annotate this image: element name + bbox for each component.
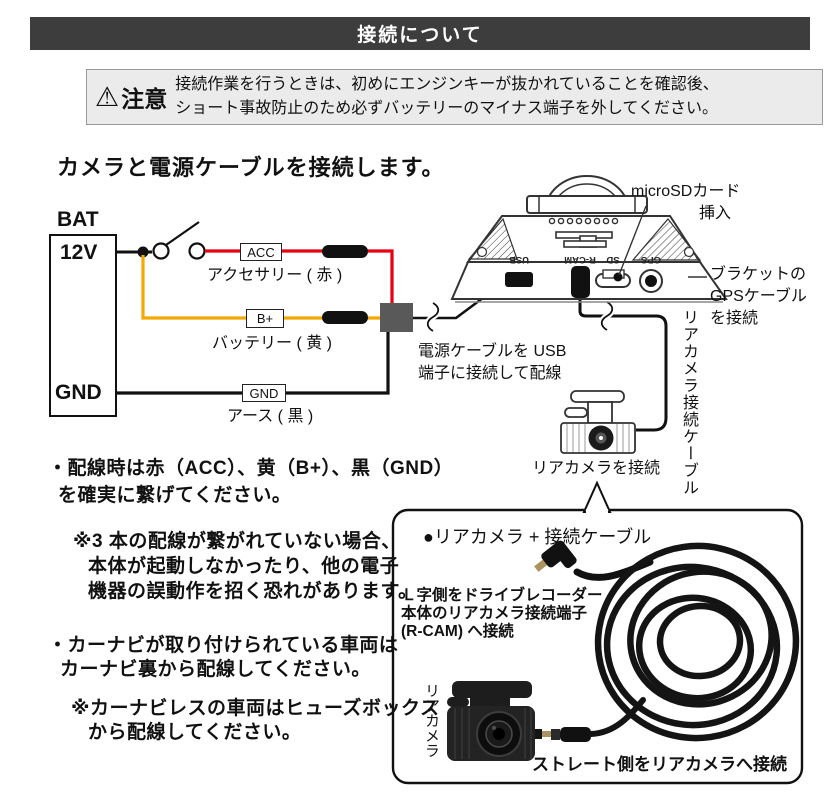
battery-12v-label: 12V [60,241,98,264]
note-3-line-2: カーナビ裏から配線してください。 [60,659,371,680]
dashcam-bracket-rail [555,231,613,248]
dashcam-vents [548,217,619,225]
battery-box [49,234,117,417]
power-connector-block [380,303,413,332]
gps-callout-line1: ブラケットの [710,266,807,283]
battery-gnd-label: GND [55,381,102,404]
note-2-line-1: ※3 本の配線が繋がれていない場合、 [73,531,401,552]
sd-card [602,269,625,279]
warning-line-1: 接続作業を行うときは、初めにエンジンキーが抜かれていることを確認後、 [175,76,719,93]
gps-callout-line2: GPSケーブル [710,288,807,305]
switch-blade [165,221,200,246]
gps-port-label: GPS [641,254,661,265]
rearcam-photo-vertical-label: リアカメラ [423,683,440,758]
step-heading: カメラと電源ケーブルを接続します。 [57,155,445,180]
note-4-line-2: から配線してください。 [88,722,302,743]
switch-terminal-left [152,242,170,260]
dashcam-clamp [526,195,648,214]
microsd-leader-line [618,205,647,276]
rearcam-cable [578,295,668,432]
warning-text: 接続作業を行うときは、初めにエンジンキーが抜かれていることを確認後、 ショート事… [175,73,719,121]
gps-callout-line3: を接続 [710,310,759,327]
sd-port-label: SD [606,254,619,265]
straight-plug-note: ストレート側をリアカメラへ接続 [532,755,787,774]
dashcam-unit-drawing: USB R-CAM SD GPS [450,175,728,303]
warning-box: ⚠ 注意 接続作業を行うときは、初めにエンジンキーが抜かれていることを確認後、 … [86,69,823,125]
ground-wire [114,330,390,395]
battery-wire [141,255,381,320]
power-cable-slack-mark-line [426,302,440,332]
lplug-note-line3: (R-CAM) へ接続 [401,623,514,640]
rearcam-box-pointer [582,480,612,513]
note-1-line-1: ・配線時は赤（ACC）、黄（B+）、黒（GND） [48,458,454,479]
battery-title: BAT [57,208,99,231]
note-3-line-1: ・カーナビが取り付けられている車両は [48,635,399,656]
straight-plug-gold-tip [542,731,551,737]
microsd-callout-line2: 挿入 [699,205,732,222]
warning-word: 注意 [121,86,168,112]
acc-fuse [322,245,368,258]
usb-port [505,272,533,287]
rearcam-photo [447,681,646,761]
gps-callout: ブラケットの GPSケーブル を接続 [710,264,807,330]
rearcam-connect-label: リアカメラを接続 [532,460,661,477]
dashcam-corner-hatch-right [631,218,702,261]
rearcam-box-title: ●リアカメラ + 接続ケーブル [423,527,652,547]
coiled-cable-photo [594,542,800,742]
junction-dot [137,246,149,258]
rearcam-cable-vertical-label: リアカメラ接続ケーブル [680,309,697,496]
power-callout-line2: 端子に接続して配線 [418,365,562,382]
battery-fuse [322,311,368,324]
gnd-wire-label: アース ( 黒 ) [227,408,314,425]
warning-triangle-icon: ⚠ [95,81,120,112]
note-1-line-2: を確実に繋げてください。 [58,485,292,506]
section-title-bar: 接続について [30,17,810,50]
note-2-line-2: 本体が起動しなかったり、他の電子 [88,556,400,577]
warning-label: ⚠ 注意 [95,80,167,114]
port-labels: USB R-CAM SD GPS [509,254,661,265]
lplug-note-line2: 本体のリアカメラ接続端子 [401,605,588,622]
power-callout: 電源ケーブルを USB 端子に接続して配線 [418,341,566,385]
usb-port-label: USB [509,254,529,265]
rearcam-cable-slack-mark-line [600,301,614,331]
switch-terminal-right [188,242,206,260]
bplus-wire-tag: B+ [246,309,284,328]
power-callout-line1: 電源ケーブルを USB [418,343,567,360]
section-title: 接続について [357,25,483,46]
bplus-wire-label: バッテリー ( 黄 ) [212,335,332,352]
gps-jack-inner [645,275,657,287]
rearcam-drawing [560,390,636,454]
warning-line-2: ショート事故防止のため必ずバッテリーのマイナス端子を外してください。 [175,100,718,117]
note-2-line-3: 機器の誤動作を招く恐れがあります。 [88,581,418,602]
microsd-callout-line1: microSDカード [631,183,741,200]
rcam-port-label: R-CAM [564,254,596,265]
rcam-plug [571,266,590,298]
acc-wire-tag: ACC [240,243,282,261]
straight-plug-cable [588,697,646,737]
microsd-callout: microSDカード 挿入 [631,181,740,225]
straight-plug-photo [560,727,591,742]
lplug-note-line1: Ｌ字側をドライブレコーダー [401,587,603,604]
l-plug-photo [534,540,577,572]
gnd-wire-tag: GND [242,384,286,402]
note-4-line-1: ※カーナビレスの車両はヒューズボックス [71,698,440,719]
sd-leader-dot [613,272,623,282]
acc-wire-label: アクセサリー ( 赤 ) [207,267,343,284]
